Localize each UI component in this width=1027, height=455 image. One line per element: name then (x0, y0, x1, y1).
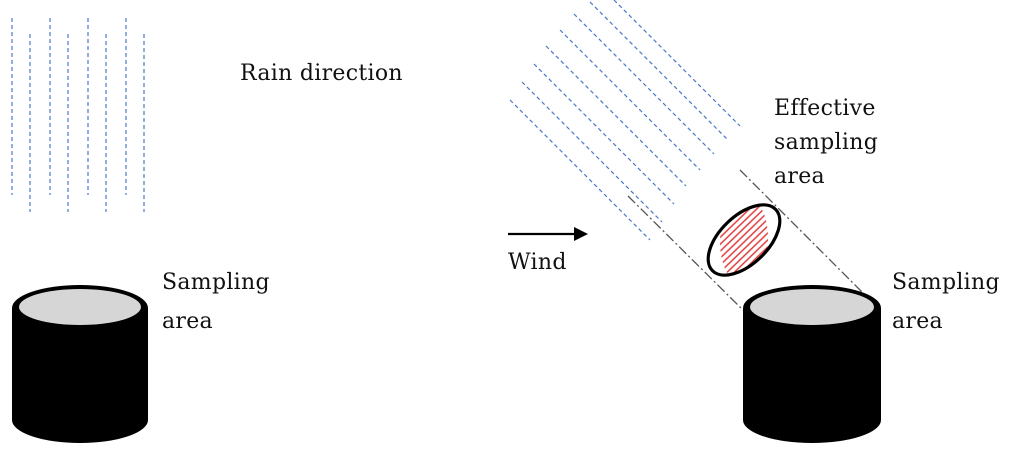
sampling-area-left-line1: Sampling (162, 270, 270, 295)
right-arrow-icon (508, 227, 588, 241)
projection-line-left (627, 195, 746, 313)
projection-lines (627, 169, 881, 313)
left-rain-gauge (12, 285, 148, 443)
sampling-area-left-line2: area (162, 309, 213, 334)
gauge-body (743, 308, 881, 443)
right-rain-gauge (743, 285, 881, 443)
rain-streak (521, 81, 663, 223)
effective-sampling-area-ellipse (706, 203, 782, 277)
effective-sampling-area-line3: area (774, 164, 825, 189)
gauge-opening (19, 289, 141, 325)
rain-streak (509, 99, 651, 241)
gauge-opening (750, 289, 874, 325)
vertical-rain (11, 18, 145, 212)
sampling-area-right-line2: area (892, 309, 943, 334)
rain-streak (559, 29, 701, 171)
rain-streak (573, 13, 715, 155)
wind-label: Wind (508, 250, 567, 275)
rain-streak (545, 45, 687, 187)
rain-streak (533, 63, 675, 205)
rain-streak (613, 0, 741, 127)
effective-sampling-area-line2: sampling (774, 130, 879, 155)
slanted-rain (509, 0, 741, 241)
sampling-area-right-line1: Sampling (892, 270, 1000, 295)
projection-line-right (739, 169, 881, 311)
rain-direction-label: Rain direction (240, 61, 403, 86)
gauge-body (12, 308, 148, 443)
rain-streak (589, 1, 729, 141)
effective-sampling-area-line1: Effective (774, 96, 876, 121)
